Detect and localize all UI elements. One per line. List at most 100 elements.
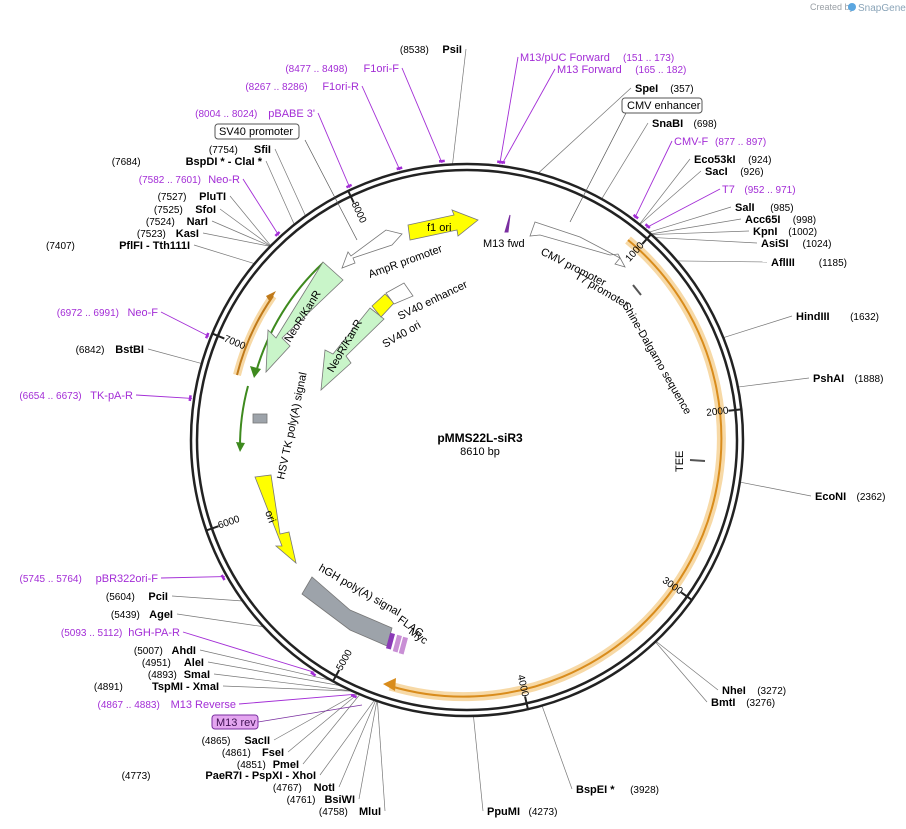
leader-line bbox=[199, 649, 332, 681]
enzyme-position: (7524) bbox=[146, 217, 175, 228]
primer-site bbox=[204, 332, 210, 339]
tick-mark bbox=[211, 332, 225, 340]
enzyme-name[interactable]: NotI bbox=[314, 782, 335, 794]
enzyme-name[interactable]: KasI bbox=[176, 228, 199, 240]
feature-label: SV40 enhancer bbox=[396, 279, 470, 323]
enzyme-name[interactable]: AleI bbox=[184, 657, 204, 669]
enzyme-name[interactable]: SpeI bbox=[635, 83, 658, 95]
primer-name[interactable]: M13/pUC Forward bbox=[520, 52, 610, 64]
primer-site bbox=[438, 159, 445, 163]
enzyme-name[interactable]: AgeI bbox=[149, 609, 173, 621]
leader-line bbox=[302, 694, 361, 765]
snapgene-logo-icon bbox=[848, 3, 856, 11]
tick-marks bbox=[204, 189, 743, 711]
leader-line bbox=[639, 158, 691, 225]
enzyme-name[interactable]: BspDI * - ClaI * bbox=[186, 156, 263, 168]
enzyme-name[interactable]: MluI bbox=[359, 806, 381, 818]
m13-fwd-mark bbox=[504, 214, 511, 233]
enzyme-position: (4767) bbox=[273, 783, 302, 794]
enzyme-name[interactable]: SalI bbox=[735, 202, 755, 214]
primer-name[interactable]: M13 Forward bbox=[557, 64, 622, 76]
primer-name[interactable]: Neo-R bbox=[208, 174, 240, 186]
primer-name[interactable]: CMV-F bbox=[674, 136, 709, 148]
enzyme-name[interactable]: AhdI bbox=[172, 645, 196, 657]
enzyme-position: (4273) bbox=[529, 807, 558, 818]
cmv-enhancer-label: CMV enhancer bbox=[627, 100, 701, 112]
enzyme-name[interactable]: Eco53kI bbox=[694, 154, 736, 166]
enzyme-name[interactable]: PmeI bbox=[273, 759, 299, 771]
primer-name[interactable]: Neo-F bbox=[127, 307, 158, 319]
primer-name[interactable]: TK-pA-R bbox=[90, 390, 133, 402]
enzyme-name[interactable]: BsiWI bbox=[324, 794, 355, 806]
primer-line bbox=[160, 311, 210, 337]
enzyme-name[interactable]: SacI bbox=[705, 166, 728, 178]
enzyme-name[interactable]: TspMI - XmaI bbox=[152, 681, 219, 693]
leader-line bbox=[338, 700, 377, 788]
primer-site bbox=[644, 223, 651, 229]
enzyme-name[interactable]: SnaBI bbox=[652, 118, 683, 130]
enzyme-name[interactable]: PluTI bbox=[199, 191, 226, 203]
leader-line bbox=[274, 148, 306, 217]
primer-range: (151 .. 173) bbox=[623, 53, 674, 64]
enzyme-name[interactable]: AflIII bbox=[771, 257, 795, 269]
tick-label: 2000 bbox=[706, 405, 730, 418]
primer-name[interactable]: hGH-PA-R bbox=[128, 627, 180, 639]
primer-range: (165 .. 182) bbox=[635, 65, 686, 76]
enzyme-name[interactable]: BmtI bbox=[711, 697, 735, 709]
primer-range: (4867 .. 4883) bbox=[98, 700, 160, 711]
enzyme-position: (3928) bbox=[630, 785, 659, 796]
enzyme-name[interactable]: BspEI * bbox=[576, 784, 615, 796]
primer-line bbox=[401, 67, 443, 164]
enzyme-name[interactable]: SfoI bbox=[195, 204, 216, 216]
enzyme-name[interactable]: NarI bbox=[187, 216, 208, 228]
leader-line bbox=[222, 685, 353, 692]
enzyme-name[interactable]: PsiI bbox=[442, 44, 462, 56]
enzyme-name[interactable]: AsiSI bbox=[761, 238, 789, 250]
enzyme-name[interactable]: PpuMI bbox=[487, 806, 520, 818]
primer-name[interactable]: T7 bbox=[722, 184, 735, 196]
leader-lines bbox=[135, 48, 812, 812]
enzyme-name[interactable]: Acc65I bbox=[745, 214, 780, 226]
enzyme-position: (926) bbox=[740, 167, 763, 178]
neo-thin-arrowhead bbox=[250, 366, 261, 378]
leader-line bbox=[287, 693, 359, 753]
enzyme-position: (7523) bbox=[137, 229, 166, 240]
feature-label: f1 ori bbox=[427, 222, 451, 234]
leader-line bbox=[541, 705, 573, 790]
enzyme-name[interactable]: PshAI bbox=[813, 373, 844, 385]
enzyme-name[interactable]: EcoNI bbox=[815, 491, 846, 503]
primer-name[interactable]: M13 Reverse bbox=[171, 699, 236, 711]
backbone-inner-ring bbox=[195, 168, 739, 712]
primer-name[interactable]: F1ori-R bbox=[322, 81, 359, 93]
primer-name[interactable]: F1ori-F bbox=[364, 63, 400, 75]
enzyme-position: (4851) bbox=[237, 760, 266, 771]
enzyme-name[interactable]: SacII bbox=[244, 735, 270, 747]
leader-line bbox=[207, 661, 342, 687]
primer-line bbox=[242, 178, 280, 236]
primer-site bbox=[632, 213, 639, 220]
enzyme-name[interactable]: PciI bbox=[148, 591, 168, 603]
enzyme-name[interactable]: PaeR7I - PspXI - XhoI bbox=[205, 770, 316, 782]
primer-range: (5745 .. 5764) bbox=[20, 574, 82, 585]
primer-line bbox=[317, 112, 351, 189]
leader-line bbox=[651, 230, 750, 235]
leader-line bbox=[569, 112, 627, 223]
enzyme-name[interactable]: BstBI bbox=[115, 344, 144, 356]
leader-line bbox=[219, 208, 271, 247]
enzyme-name[interactable]: HindIII bbox=[796, 311, 830, 323]
enzyme-position: (1888) bbox=[855, 374, 884, 385]
primer-line bbox=[634, 140, 673, 219]
enzyme-name[interactable]: SmaI bbox=[184, 669, 210, 681]
enzyme-name[interactable]: FseI bbox=[262, 747, 284, 759]
enzyme-name[interactable]: NheI bbox=[722, 685, 746, 697]
primer-name[interactable]: pBABE 3' bbox=[268, 108, 315, 120]
primer-line bbox=[499, 56, 519, 165]
leader-line bbox=[202, 232, 271, 247]
leader-line bbox=[319, 699, 375, 776]
enzyme-name[interactable]: PflFI - Tth111I bbox=[119, 240, 190, 252]
primer-line bbox=[160, 576, 225, 579]
primer-name[interactable]: pBR322ori-F bbox=[96, 573, 159, 585]
enzyme-name[interactable]: SfiI bbox=[254, 144, 271, 156]
primer-line bbox=[238, 693, 355, 705]
enzyme-name[interactable]: KpnI bbox=[753, 226, 777, 238]
